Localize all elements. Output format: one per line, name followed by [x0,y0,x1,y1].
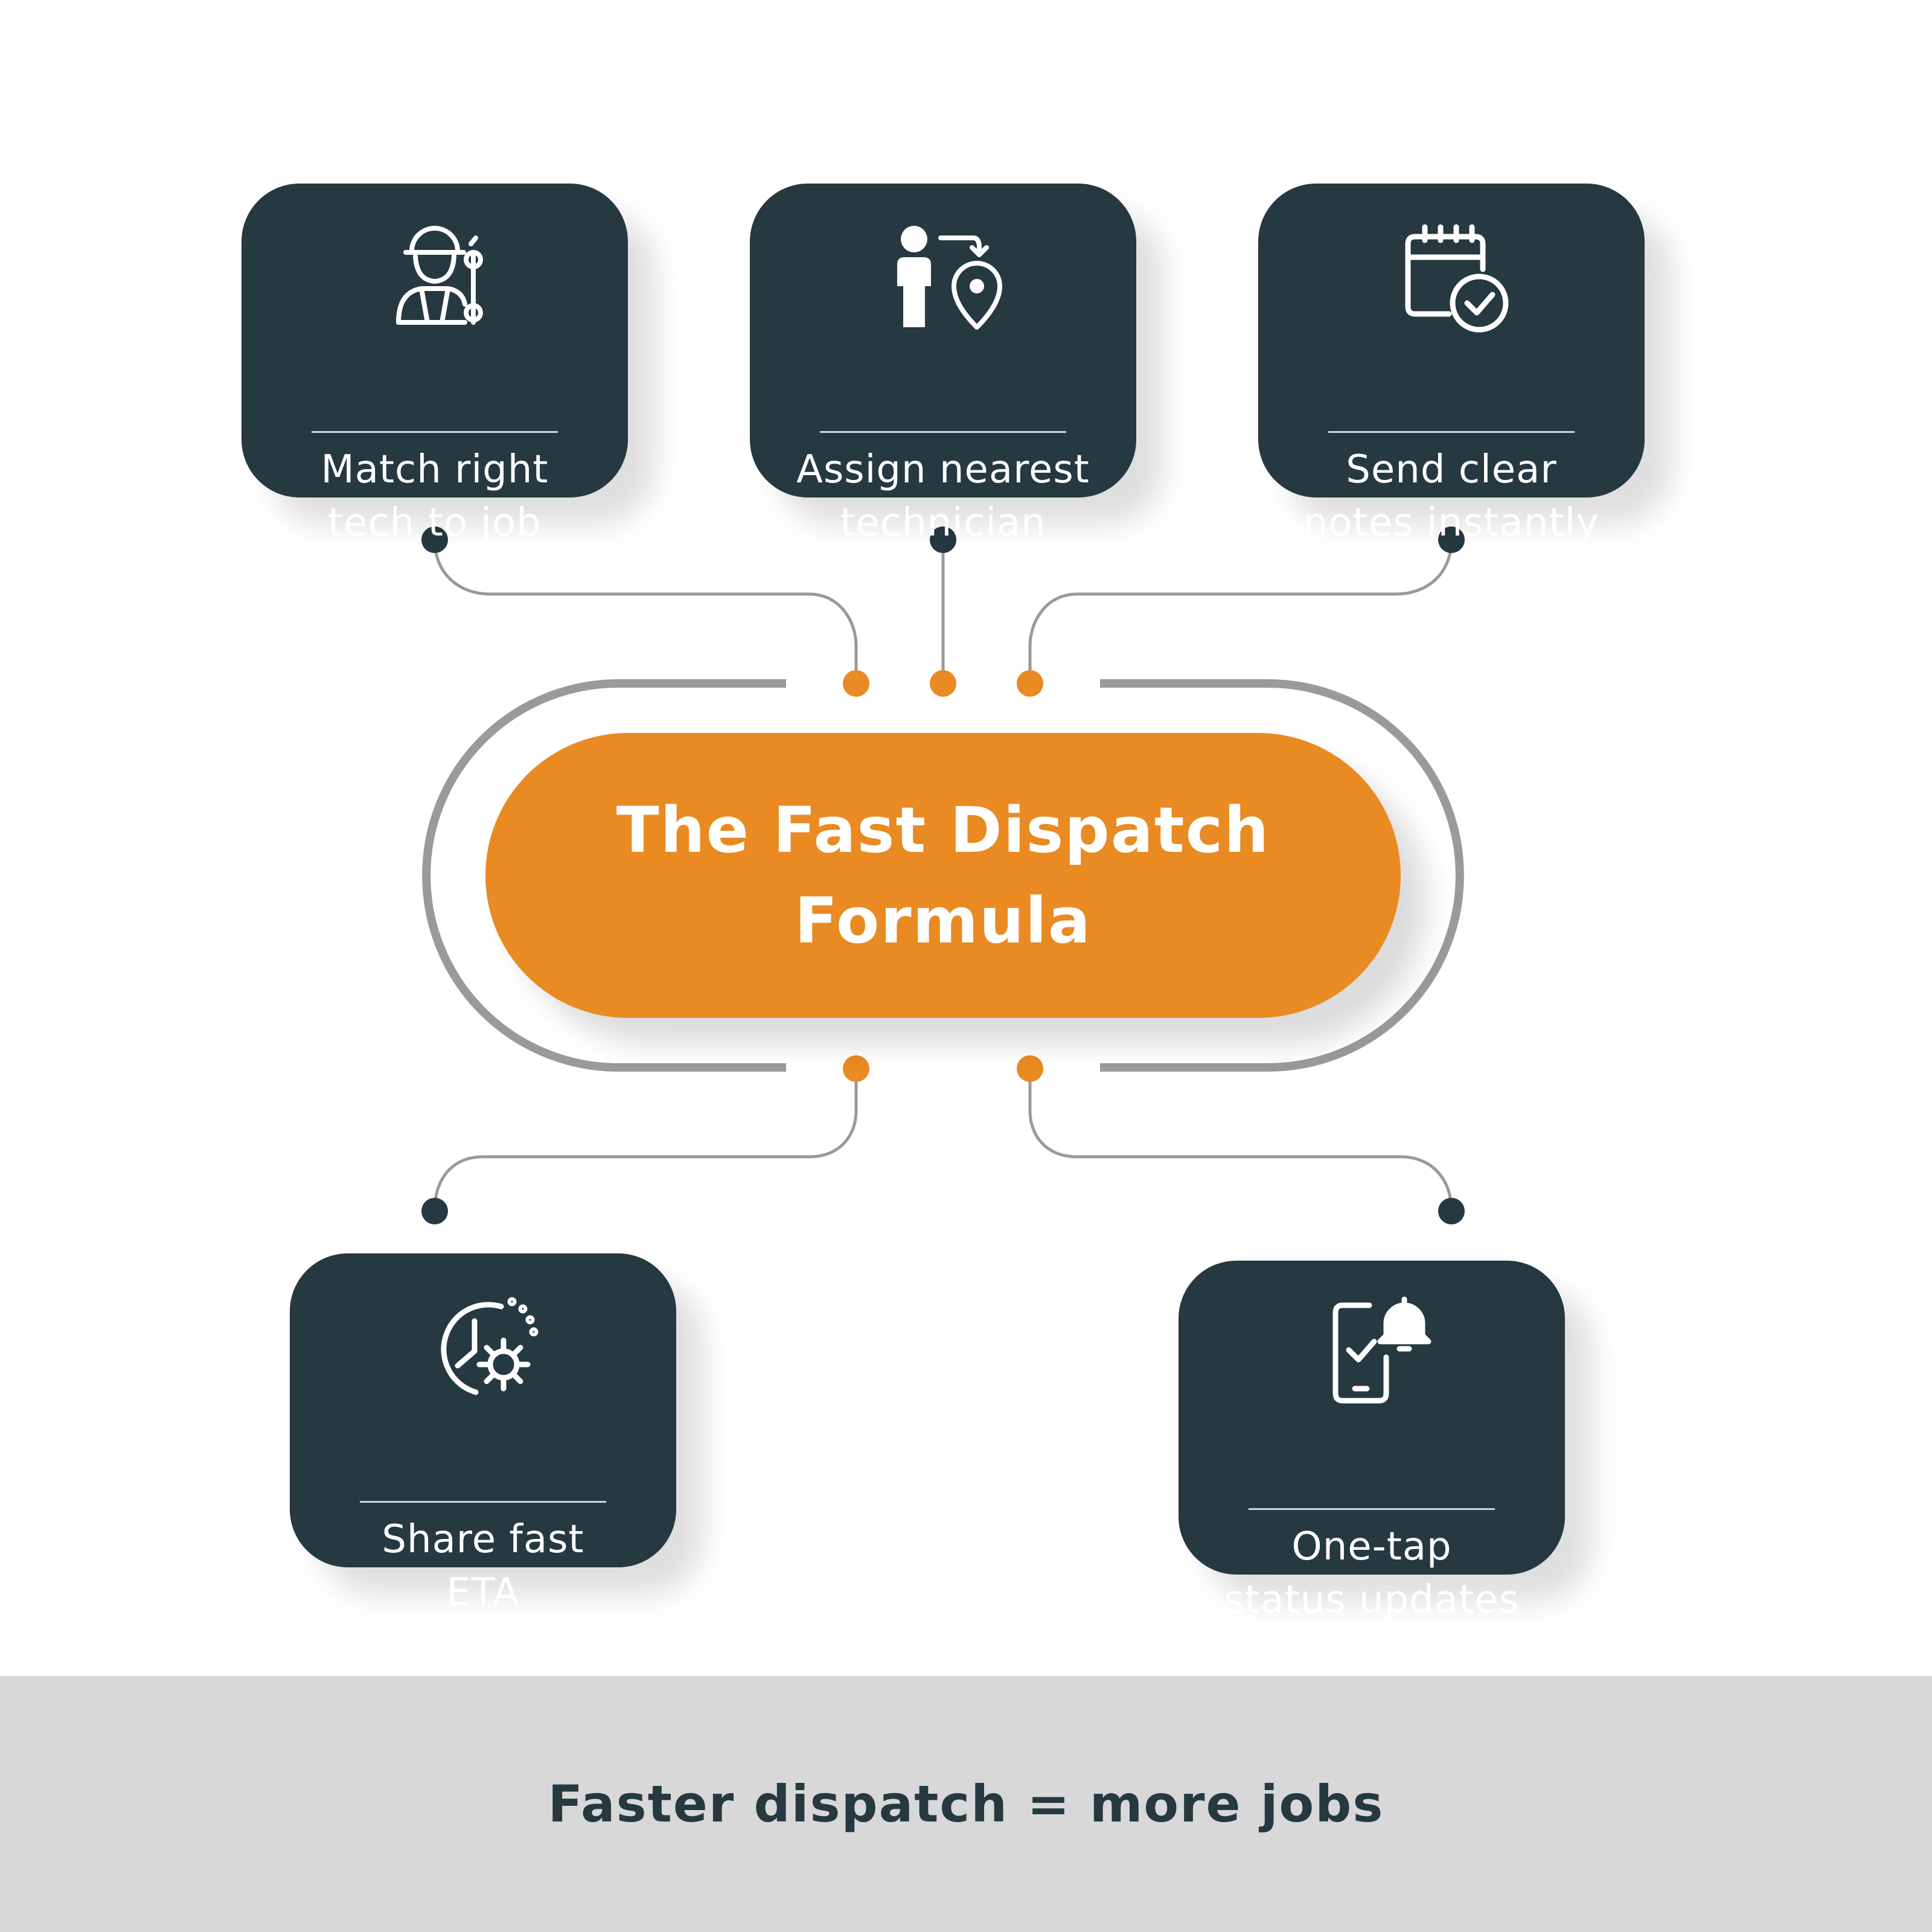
orange-dot-top-3 [1017,670,1043,697]
step-label: Match right tech to job [254,443,616,549]
formula-title-pill: The Fast Dispatch Formula [485,733,1401,1018]
step-label: Send clear notes instantly [1270,443,1633,549]
orange-dot-bottom-2 [1017,1055,1043,1082]
connector-top-right [1028,539,1453,681]
step-label-line1: Assign nearest [796,447,1090,492]
step-card-assign-nearest: Assign nearest technician [750,184,1136,545]
orange-dot-top-2 [930,670,956,697]
step-label-line2: notes instantly [1303,501,1600,545]
connector-top-left [433,539,858,681]
step-label-line2: status updates [1224,1578,1520,1622]
dot-top-left [421,526,448,553]
footer-band: Faster dispatch = more jobs [0,1676,1932,1932]
step-label-line1: Send clear [1346,447,1557,492]
technician-wrench-icon [374,214,495,334]
formula-title-line2: Formula [795,884,1092,958]
outer-ring-right [1100,679,1464,1072]
step-label-line1: One-tap [1291,1524,1452,1569]
dot-top-right [1438,526,1465,553]
phone-bell-icon [1311,1291,1432,1412]
step-label: Assign nearest technician [762,443,1124,549]
dot-bottom-right [1438,1198,1465,1224]
card-divider [1328,431,1575,433]
step-label: Share fast ETA [302,1513,664,1619]
step-label-line2: technician [840,501,1046,545]
card-divider [360,1501,606,1503]
footer-tagline: Faster dispatch = more jobs [548,1774,1384,1834]
person-location-pin-icon [883,214,1003,334]
step-label: One-tap status updates [1191,1520,1553,1627]
outer-ring-left [422,679,786,1072]
step-label-line1: Share fast [382,1517,584,1562]
step-card-status-updates: One-tap status updates [1179,1261,1565,1622]
step-label-line2: ETA [446,1570,520,1615]
clock-gear-icon [423,1284,543,1404]
step-label-line1: Match right [321,447,549,492]
dot-bottom-left [421,1198,448,1224]
connector-bottom-right [1028,1069,1453,1211]
step-card-match-tech: Match right tech to job [242,184,628,545]
orange-dot-bottom-1 [843,1055,869,1082]
step-card-send-notes: Send clear notes instantly [1258,184,1645,545]
card-divider [820,431,1066,433]
dot-top-center [930,526,956,553]
calendar-check-icon [1391,214,1512,334]
formula-title-line1: The Fast Dispatch [616,793,1270,867]
connector-bottom-left [433,1069,858,1211]
card-divider [1249,1508,1495,1510]
orange-dot-top-1 [843,670,869,697]
step-label-line2: tech to job [328,501,542,545]
step-card-share-eta: Share fast ETA [290,1253,676,1615]
card-divider [312,431,558,433]
